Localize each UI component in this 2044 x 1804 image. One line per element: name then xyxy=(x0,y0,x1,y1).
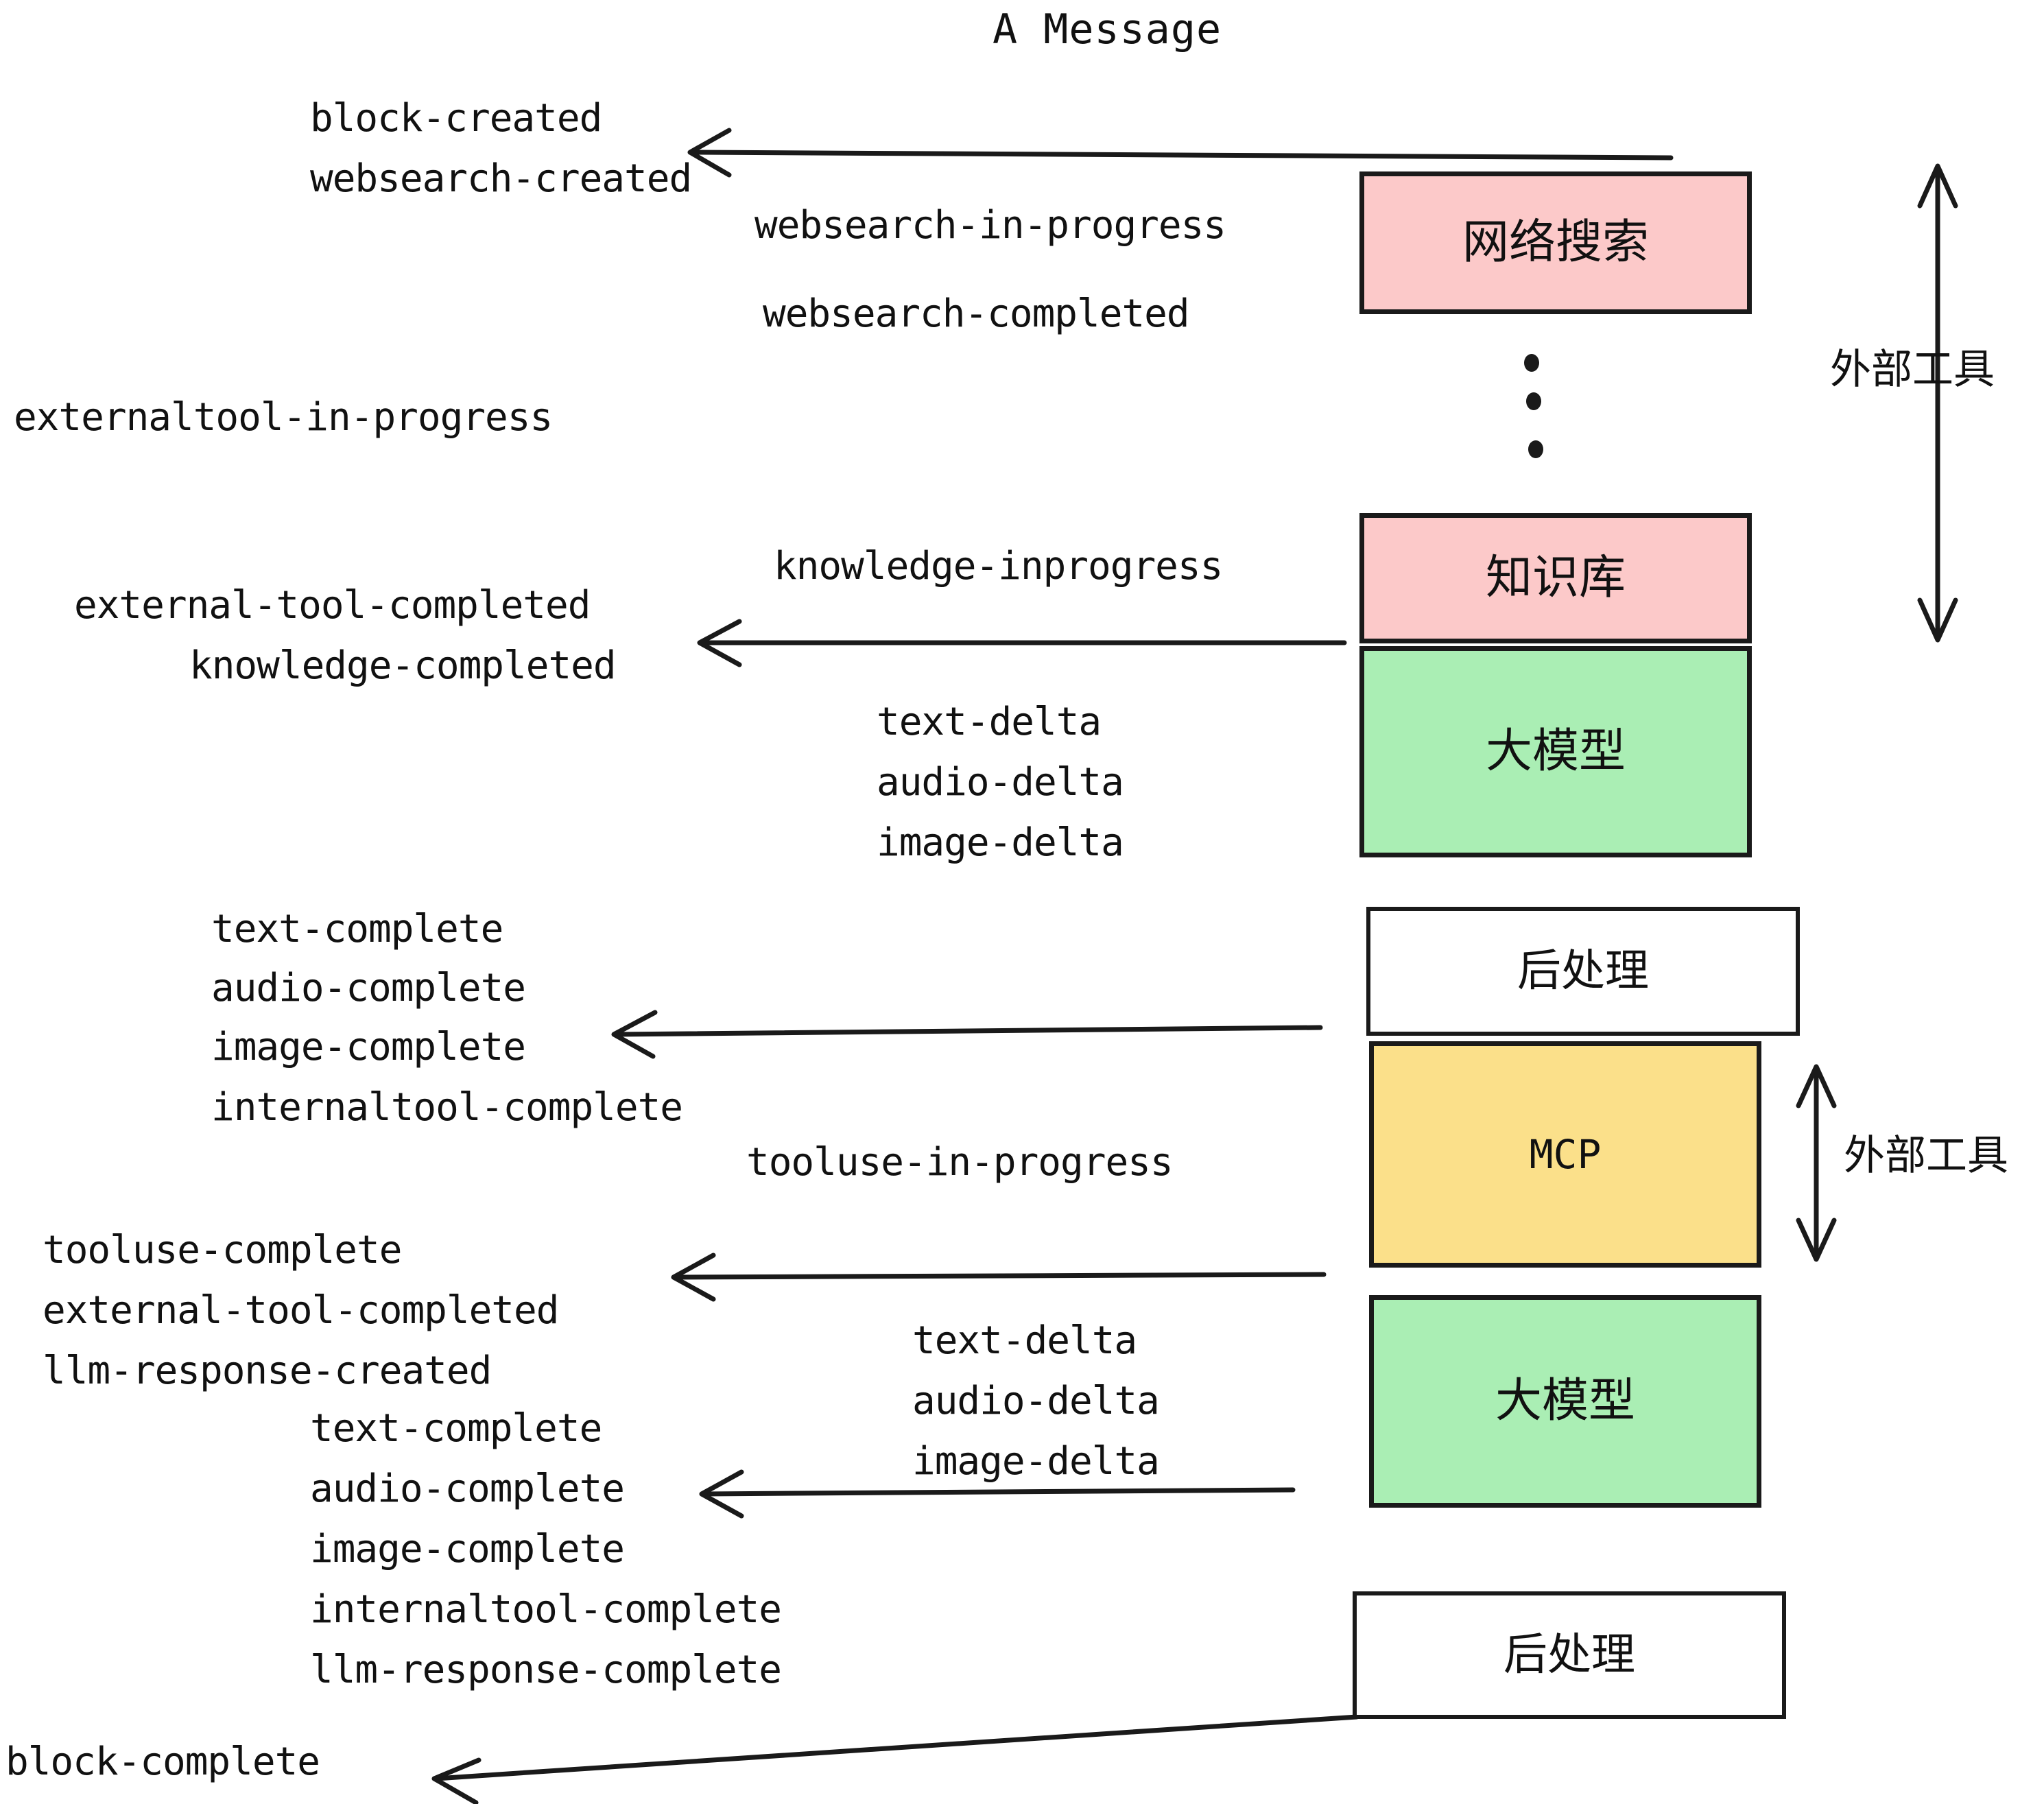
node-websearch-label: 网络搜索 xyxy=(1462,215,1649,270)
event-audio-complete-1: audio-complete xyxy=(211,966,526,1010)
ellipsis-dot xyxy=(1526,392,1541,410)
node-knowledgebase-label: 知识库 xyxy=(1485,551,1626,605)
node-llm-2-label: 大模型 xyxy=(1495,1374,1635,1428)
event-text-delta-1: text-delta xyxy=(877,700,1102,744)
event-audio-delta-1: audio-delta xyxy=(877,760,1124,805)
event-knowledge-inprogress: knowledge-inprogress xyxy=(774,544,1223,589)
event-externaltool-in-progress: externaltool-in-progress xyxy=(14,395,553,440)
event-block-complete: block-complete xyxy=(5,1740,320,1784)
event-image-delta-1: image-delta xyxy=(877,820,1124,865)
event-audio-delta-2: audio-delta xyxy=(912,1379,1160,1423)
node-knowledgebase[interactable]: 知识库 xyxy=(1359,513,1752,643)
event-internaltool-complete-1: internaltool-complete xyxy=(211,1085,683,1130)
event-llm-response-complete: llm-response-complete xyxy=(310,1648,782,1692)
node-websearch[interactable]: 网络搜索 xyxy=(1359,171,1752,314)
group-label-top: 外部工具 xyxy=(1830,346,1995,394)
node-postprocess-1[interactable]: 后处理 xyxy=(1366,907,1800,1036)
node-llm-2[interactable]: 大模型 xyxy=(1369,1295,1761,1508)
event-audio-complete-2: audio-complete xyxy=(310,1467,625,1511)
ellipsis-dot xyxy=(1528,440,1543,458)
node-mcp-label: MCP xyxy=(1529,1131,1602,1178)
event-external-tool-completed-1: external-tool-completed xyxy=(74,583,591,628)
event-image-complete-2: image-complete xyxy=(310,1527,625,1571)
event-websearch-completed: websearch-completed xyxy=(763,292,1190,336)
event-knowledge-completed: knowledge-completed xyxy=(189,643,617,688)
event-llm-response-created: llm-response-created xyxy=(43,1349,492,1393)
node-llm-1[interactable]: 大模型 xyxy=(1359,646,1752,857)
group-arrow-bottom xyxy=(1796,1064,1837,1262)
event-internaltool-complete-2: internaltool-complete xyxy=(310,1587,782,1632)
event-text-complete-2: text-complete xyxy=(310,1406,602,1451)
arrow-postprocess2-to-block-complete xyxy=(431,1714,1359,1804)
node-postprocess-2-label: 后处理 xyxy=(1504,1630,1635,1681)
diagram-title: A Message xyxy=(993,5,1222,54)
node-postprocess-2[interactable]: 后处理 xyxy=(1353,1591,1786,1719)
event-websearch-in-progress: websearch-in-progress xyxy=(754,203,1226,248)
group-arrow-top xyxy=(1917,163,1958,643)
ellipsis-dot xyxy=(1524,354,1539,372)
arrow-postprocess-to-events xyxy=(611,1010,1323,1059)
event-text-complete-1: text-complete xyxy=(211,907,503,951)
event-websearch-created: websearch-created xyxy=(310,156,692,201)
event-image-delta-2: image-delta xyxy=(912,1439,1160,1484)
node-postprocess-1-label: 后处理 xyxy=(1517,946,1649,997)
event-tooluse-in-progress: tooluse-in-progress xyxy=(746,1140,1174,1185)
arrow-knowledge-to-events xyxy=(697,619,1347,667)
event-external-tool-completed-2: external-tool-completed xyxy=(43,1288,559,1333)
arrow-mcp-to-events xyxy=(671,1253,1327,1302)
event-image-complete-1: image-complete xyxy=(211,1025,526,1069)
group-label-bottom: 外部工具 xyxy=(1844,1132,2008,1180)
node-llm-1-label: 大模型 xyxy=(1485,724,1626,779)
arrow-websearch-to-events xyxy=(687,128,1674,178)
node-mcp[interactable]: MCP xyxy=(1369,1041,1761,1268)
event-text-delta-2: text-delta xyxy=(912,1318,1137,1363)
event-tooluse-complete: tooluse-complete xyxy=(43,1228,402,1272)
event-block-created: block-created xyxy=(310,96,602,141)
